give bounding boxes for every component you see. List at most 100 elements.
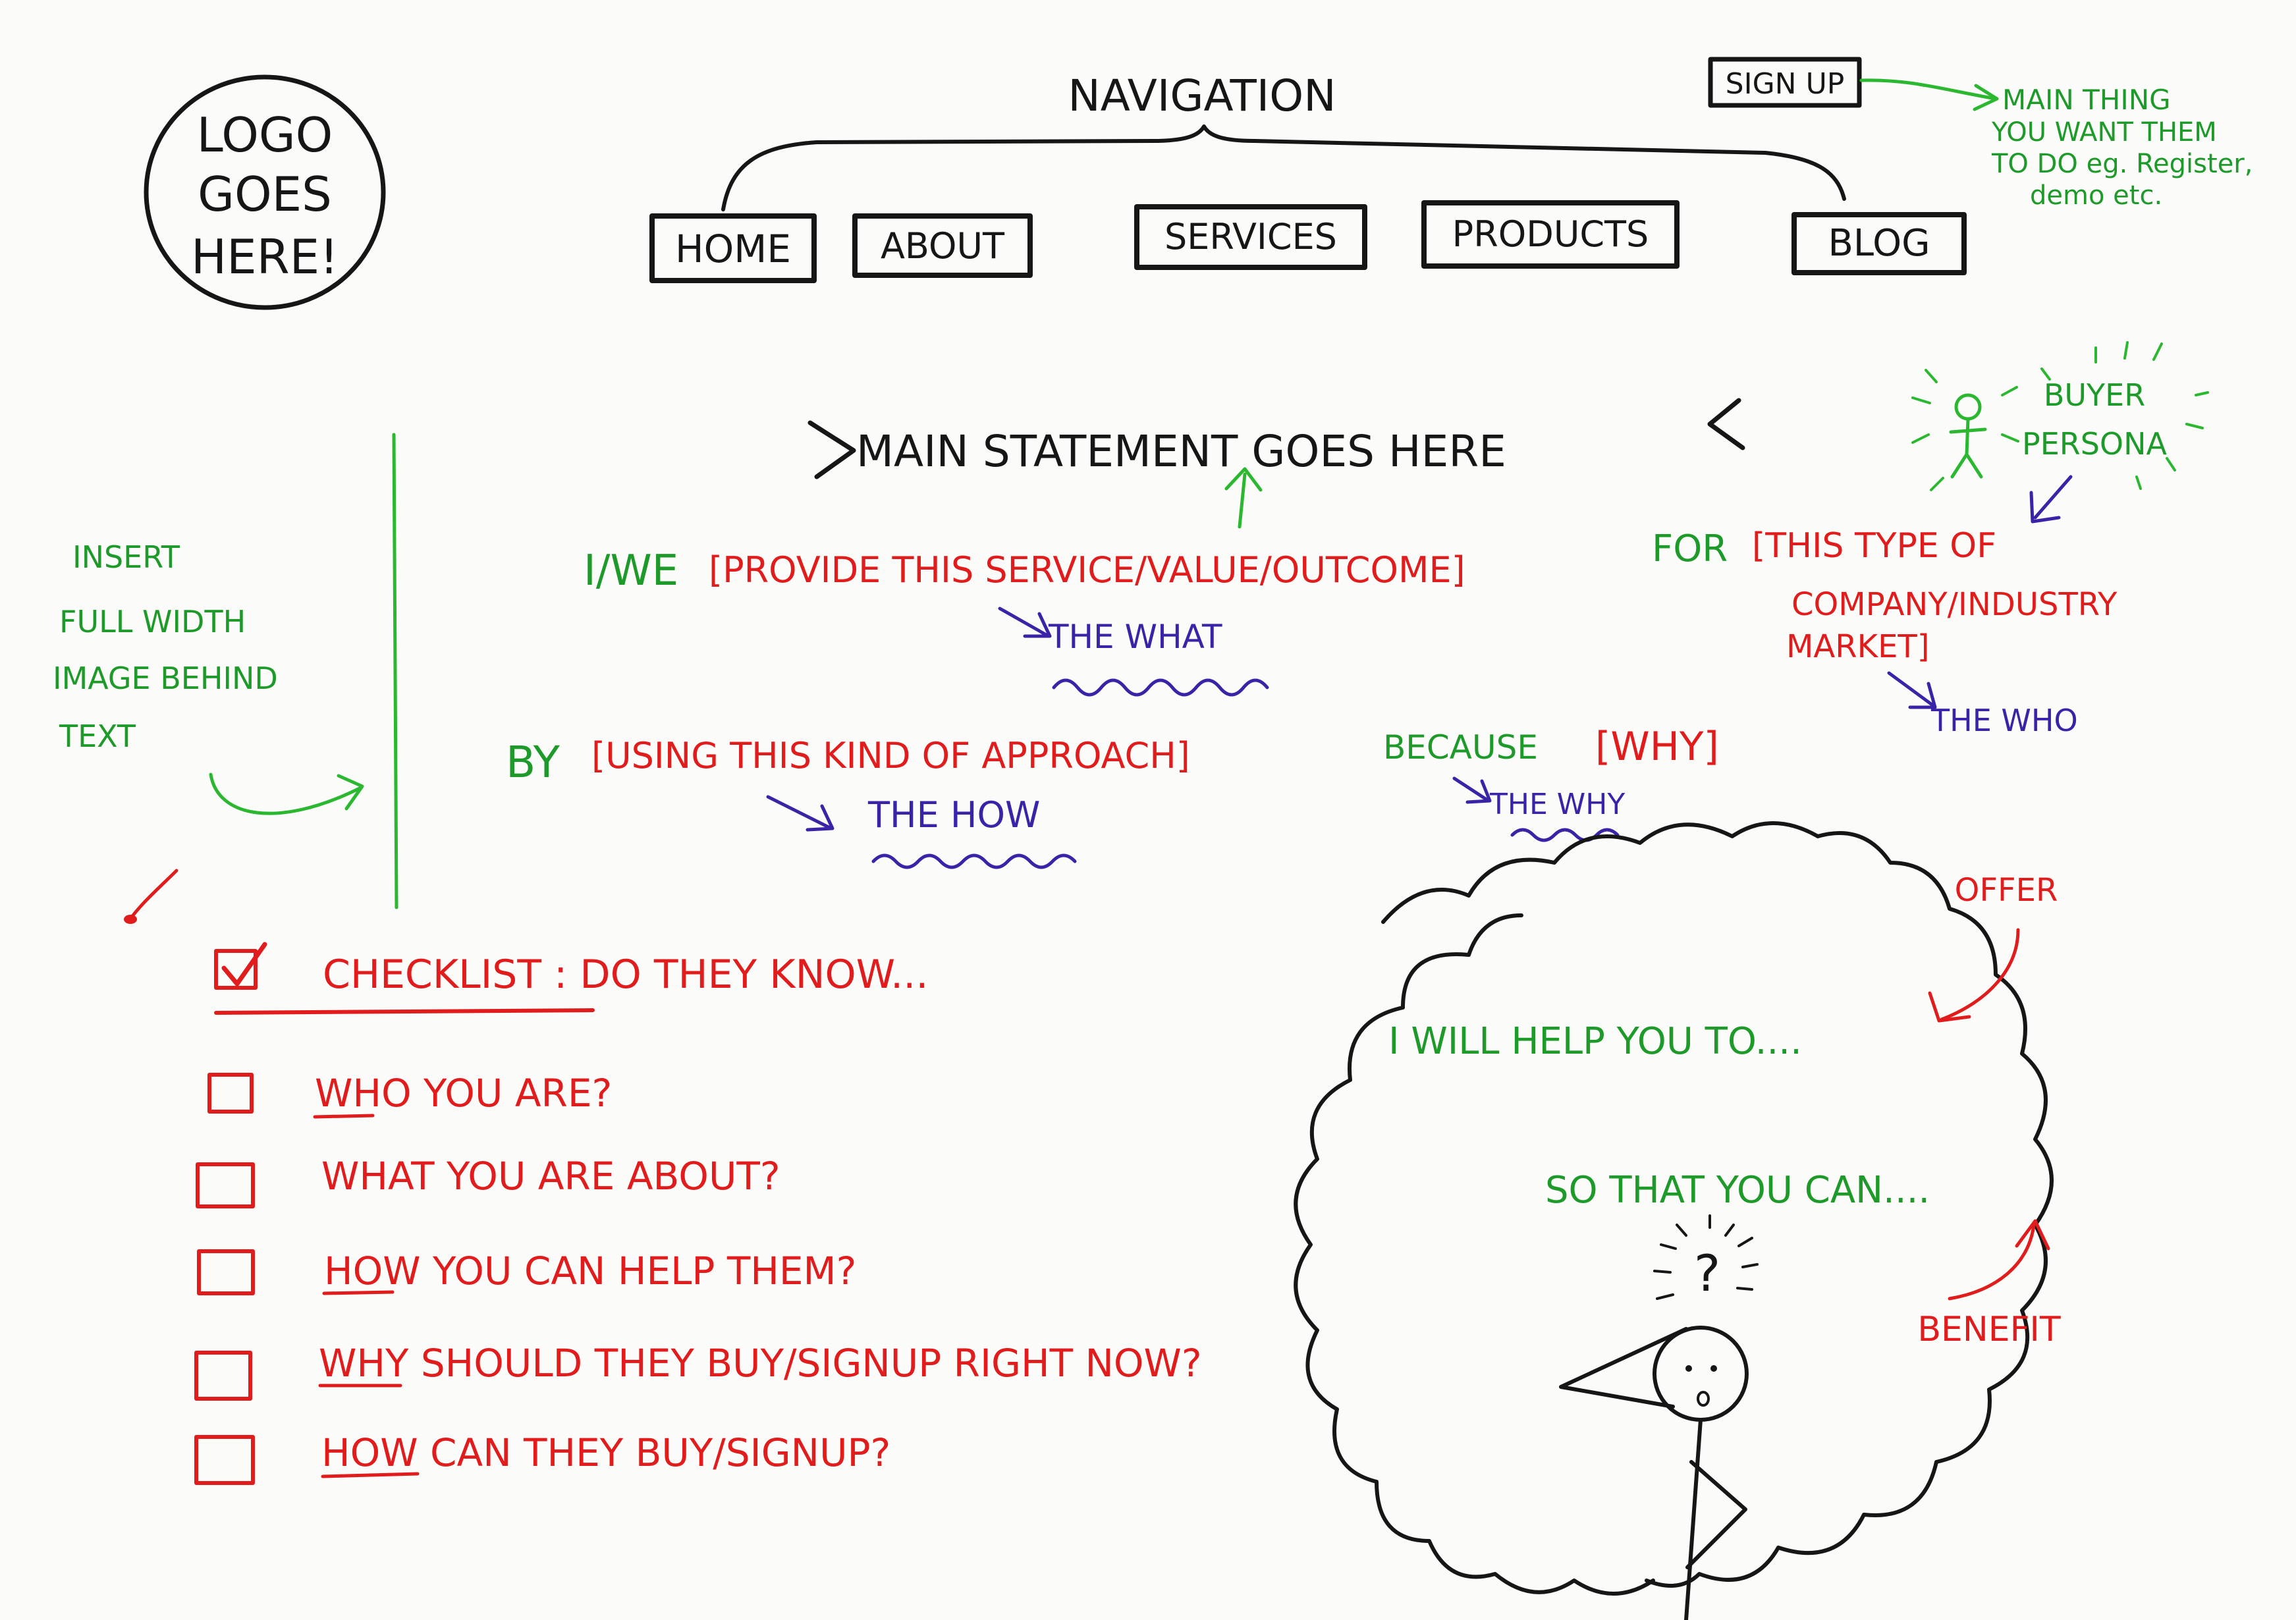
annotation-how: THE HOW bbox=[867, 794, 1040, 836]
value-prop-by: BY bbox=[506, 737, 560, 788]
persona-arrow bbox=[2033, 475, 2073, 520]
main-statement-right-chevron bbox=[1707, 398, 1745, 450]
nav-item-products-label: PRODUCTS bbox=[1452, 213, 1649, 255]
persona-rays bbox=[1911, 341, 2209, 491]
checklist-item-label: WHO YOU ARE? bbox=[315, 1071, 612, 1116]
main-statement-arrowhead bbox=[1224, 467, 1263, 492]
ink-mark-stroke bbox=[127, 869, 178, 923]
logo-placeholder[interactable]: LOGO GOES HERE! bbox=[144, 74, 386, 310]
image-boundary-line bbox=[392, 433, 398, 909]
nav-item-products-box bbox=[1421, 200, 1680, 269]
annotation-who-arrow bbox=[1887, 671, 1936, 708]
navigation-brace bbox=[721, 124, 1846, 211]
buyer-persona: BUYER PERSONA bbox=[1911, 341, 2209, 524]
checklist-item-label: WHY SHOULD THEY BUY/SIGNUP RIGHT NOW? bbox=[319, 1341, 1202, 1386]
image-note-line-1: INSERT bbox=[72, 539, 180, 575]
value-prop-what: [PROVIDE THIS SERVICE/VALUE/OUTCOME] bbox=[709, 549, 1465, 591]
nav-item-blog-box bbox=[1791, 212, 1967, 275]
value-prop-how: [USING THIS KIND OF APPROACH] bbox=[591, 735, 1190, 776]
question-mark: ? bbox=[1694, 1244, 1720, 1303]
nav-item-services[interactable]: SERVICES bbox=[1134, 204, 1367, 270]
navigation: NAVIGATION HOME ABOUT SERVICES PRODUCTS … bbox=[649, 70, 1967, 283]
persona-label-line-2: PERSONA bbox=[2022, 426, 2168, 462]
checklist-underline-how bbox=[322, 1290, 395, 1295]
annotation-what: THE WHAT bbox=[1048, 618, 1222, 656]
nav-item-about-label: ABOUT bbox=[881, 225, 1005, 267]
checklist-title-underline bbox=[214, 1008, 595, 1015]
checklist-item[interactable]: WHY SHOULD THEY BUY/SIGNUP RIGHT NOW? bbox=[194, 1341, 1202, 1401]
offer-arrowhead bbox=[1928, 991, 1971, 1023]
thought-bubble-outline bbox=[1294, 821, 2054, 1596]
persona-arrowhead bbox=[2029, 491, 2061, 524]
annotation-how-arrowhead bbox=[806, 804, 834, 832]
signup-note-line-4: demo etc. bbox=[2030, 180, 2162, 211]
nav-item-services-label: SERVICES bbox=[1164, 216, 1337, 257]
annotation-how-arrow bbox=[766, 795, 833, 830]
main-statement-text: MAIN STATEMENT GOES HERE bbox=[856, 426, 1506, 477]
annotation-what-arrowhead bbox=[1023, 612, 1052, 638]
main-statement-arrow bbox=[1238, 472, 1247, 529]
benefit-label: BENEFIT bbox=[1917, 1310, 2061, 1349]
checklist-item-label: WHAT YOU ARE ABOUT? bbox=[321, 1154, 780, 1199]
value-prop-who-line-3: MARKET] bbox=[1786, 628, 1929, 665]
value-prop-for: FOR bbox=[1652, 527, 1728, 570]
image-note-line-4: TEXT bbox=[59, 718, 136, 754]
checklist-underline-who bbox=[313, 1114, 375, 1119]
logo-text-line-3: HERE! bbox=[191, 229, 339, 284]
checklist-item-checkbox[interactable] bbox=[194, 1351, 252, 1401]
value-prop-why: [WHY] bbox=[1595, 724, 1719, 770]
nav-item-about[interactable]: ABOUT bbox=[852, 213, 1033, 278]
checklist-item[interactable]: WHAT YOU ARE ABOUT? bbox=[196, 1154, 780, 1208]
main-statement: MAIN STATEMENT GOES HERE bbox=[807, 398, 1745, 529]
checklist-item-checkbox[interactable] bbox=[197, 1249, 255, 1295]
checklist-item-label: HOW CAN THEY BUY/SIGNUP? bbox=[321, 1430, 890, 1475]
checklist-title-row: CHECKLIST : DO THEY KNOW... bbox=[214, 942, 928, 1015]
checklist-item[interactable]: WHO YOU ARE? bbox=[207, 1071, 612, 1116]
checklist-item-checkbox[interactable] bbox=[207, 1073, 254, 1114]
checklist-item-label: HOW YOU CAN HELP THEM? bbox=[324, 1249, 856, 1293]
annotation-why-arrow bbox=[1452, 776, 1490, 803]
annotation-what-arrow bbox=[998, 607, 1051, 638]
signup-note: MAIN THING YOU WANT THEM TO DO eg. Regis… bbox=[1859, 78, 2253, 211]
persona-label-line-1: BUYER bbox=[2044, 377, 2145, 413]
checklist-item-checkbox[interactable] bbox=[196, 1162, 255, 1208]
thought-line-1: I WILL HELP YOU TO.... bbox=[1388, 1020, 1802, 1063]
signup-note-line-1: MAIN THING bbox=[2002, 84, 2171, 116]
thought-line-2: SO THAT YOU CAN.... bbox=[1545, 1169, 1930, 1212]
nav-item-products[interactable]: PRODUCTS bbox=[1421, 200, 1680, 269]
checklist-item[interactable]: HOW CAN THEY BUY/SIGNUP? bbox=[194, 1430, 890, 1485]
main-statement-left-chevron bbox=[807, 420, 856, 479]
ink-mark bbox=[124, 869, 178, 924]
signup-note-line-3: TO DO eg. Register, bbox=[1991, 149, 2253, 179]
checklist-title: CHECKLIST : DO THEY KNOW... bbox=[323, 952, 928, 998]
annotation-what-squiggle bbox=[1052, 678, 1269, 697]
benefit-arrowhead bbox=[2015, 1219, 2050, 1251]
signup-button-label: SIGN UP bbox=[1726, 67, 1845, 101]
value-prop-who-line-2: COMPANY/INDUSTRY bbox=[1791, 586, 2118, 623]
checklist-title-checkbox[interactable] bbox=[214, 949, 258, 990]
figure-eye-right bbox=[1710, 1365, 1717, 1372]
annotation-why: THE WHY bbox=[1489, 788, 1625, 821]
checklist-underline-how-buy bbox=[321, 1472, 420, 1478]
logo-text-line-2: GOES bbox=[198, 167, 332, 222]
navigation-label: NAVIGATION bbox=[1068, 70, 1336, 121]
signup-note-arrow bbox=[1859, 78, 1998, 101]
offer-label: OFFER bbox=[1955, 872, 2058, 909]
checkmark-icon bbox=[221, 942, 267, 986]
figure-body bbox=[1684, 1418, 1703, 1620]
value-prop-intro: I/WE bbox=[584, 547, 678, 595]
signup-button-box bbox=[1708, 57, 1862, 108]
nav-item-blog[interactable]: BLOG bbox=[1791, 212, 1967, 275]
thinking-figure: ? bbox=[1559, 1214, 1759, 1620]
nav-item-about-box bbox=[852, 213, 1033, 278]
checklist-item[interactable]: HOW YOU CAN HELP THEM? bbox=[197, 1249, 856, 1295]
checklist-item-checkbox[interactable] bbox=[194, 1435, 255, 1485]
image-note-line-3: IMAGE BEHIND bbox=[53, 661, 278, 696]
annotation-why-squiggle bbox=[1510, 828, 1620, 842]
checklist: CHECKLIST : DO THEY KNOW... WHO YOU ARE?… bbox=[194, 942, 1202, 1485]
benefit-arrow bbox=[1948, 1223, 2036, 1301]
nav-item-home[interactable]: HOME bbox=[649, 213, 817, 283]
signup-button[interactable]: SIGN UP bbox=[1708, 57, 1862, 108]
image-note-arrow bbox=[209, 772, 363, 815]
